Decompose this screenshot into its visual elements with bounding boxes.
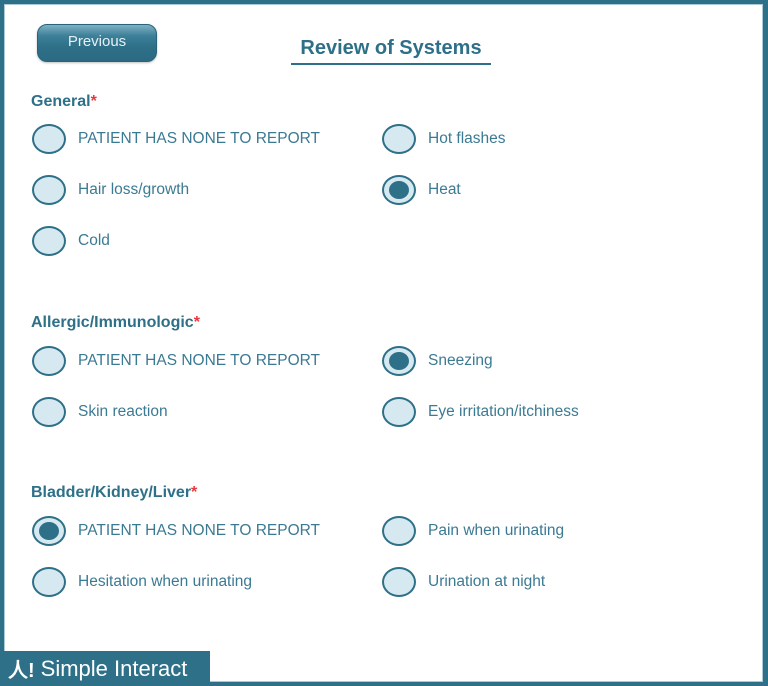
option-label: Skin reaction bbox=[78, 403, 168, 420]
page-title: Review of Systems bbox=[291, 37, 491, 65]
radio-checked-icon[interactable] bbox=[382, 346, 416, 376]
radio-checked-icon[interactable] bbox=[32, 516, 66, 546]
radio-circle-icon[interactable] bbox=[32, 397, 66, 427]
section-title-label: Bladder/Kidney/Liver bbox=[31, 484, 192, 501]
radio-circle-icon[interactable] bbox=[382, 397, 416, 427]
radio-circle-icon[interactable] bbox=[32, 567, 66, 597]
radio-circle-icon[interactable] bbox=[32, 226, 66, 256]
option-label: Heat bbox=[428, 181, 461, 198]
radio-general-hot-flashes[interactable]: Hot flashes bbox=[382, 122, 506, 156]
radio-bladder-pain-urinating[interactable]: Pain when urinating bbox=[382, 514, 564, 548]
radio-bladder-hesitation[interactable]: Hesitation when urinating bbox=[32, 565, 252, 599]
radio-circle-icon[interactable] bbox=[382, 516, 416, 546]
radio-allergic-sneezing[interactable]: Sneezing bbox=[382, 344, 493, 378]
radio-circle-icon[interactable] bbox=[32, 124, 66, 154]
radio-general-heat[interactable]: Heat bbox=[382, 173, 461, 207]
option-label: Urination at night bbox=[428, 573, 546, 590]
radio-general-hair-loss[interactable]: Hair loss/growth bbox=[32, 173, 189, 207]
section-title-label: Allergic/Immunologic bbox=[31, 314, 194, 331]
radio-checked-icon[interactable] bbox=[382, 175, 416, 205]
section-title-allergic: Allergic/Immunologic* bbox=[31, 314, 200, 332]
radio-circle-icon[interactable] bbox=[32, 175, 66, 205]
section-title-general: General* bbox=[31, 93, 97, 111]
option-label: PATIENT HAS NONE TO REPORT bbox=[78, 522, 321, 539]
required-asterisk: * bbox=[193, 314, 200, 331]
radio-allergic-none[interactable]: PATIENT HAS NONE TO REPORT bbox=[32, 344, 320, 378]
option-label: Hot flashes bbox=[428, 130, 506, 147]
option-label: Hair loss/growth bbox=[78, 181, 190, 198]
radio-circle-icon[interactable] bbox=[382, 124, 416, 154]
previous-button[interactable]: Previous bbox=[37, 24, 157, 62]
radio-general-none[interactable]: PATIENT HAS NONE TO REPORT bbox=[32, 122, 320, 156]
person-exclamation-icon: 人! bbox=[8, 660, 35, 682]
section-title-label: General bbox=[31, 93, 91, 110]
option-label: Cold bbox=[78, 232, 110, 249]
required-asterisk: * bbox=[90, 93, 97, 110]
brand-name: Simple Interact bbox=[40, 655, 188, 681]
radio-general-cold[interactable]: Cold bbox=[32, 224, 110, 258]
form-panel: Previous Review of Systems General* PATI… bbox=[4, 4, 763, 682]
radio-allergic-eye-irritation[interactable]: Eye irritation/itchiness bbox=[382, 395, 579, 429]
section-title-bladder: Bladder/Kidney/Liver* bbox=[31, 484, 197, 502]
option-label: Pain when urinating bbox=[428, 522, 565, 539]
radio-bladder-urination-night[interactable]: Urination at night bbox=[382, 565, 545, 599]
radio-circle-icon[interactable] bbox=[32, 346, 66, 376]
option-label: Sneezing bbox=[428, 352, 493, 369]
option-label: Hesitation when urinating bbox=[78, 573, 253, 590]
option-label: Eye irritation/itchiness bbox=[428, 403, 579, 420]
option-label: PATIENT HAS NONE TO REPORT bbox=[78, 352, 321, 369]
brand-footer: 人! Simple Interact bbox=[0, 651, 210, 686]
option-label: PATIENT HAS NONE TO REPORT bbox=[78, 130, 321, 147]
radio-allergic-skin-reaction[interactable]: Skin reaction bbox=[32, 395, 168, 429]
radio-circle-icon[interactable] bbox=[382, 567, 416, 597]
radio-bladder-none[interactable]: PATIENT HAS NONE TO REPORT bbox=[32, 514, 320, 548]
required-asterisk: * bbox=[191, 484, 198, 501]
